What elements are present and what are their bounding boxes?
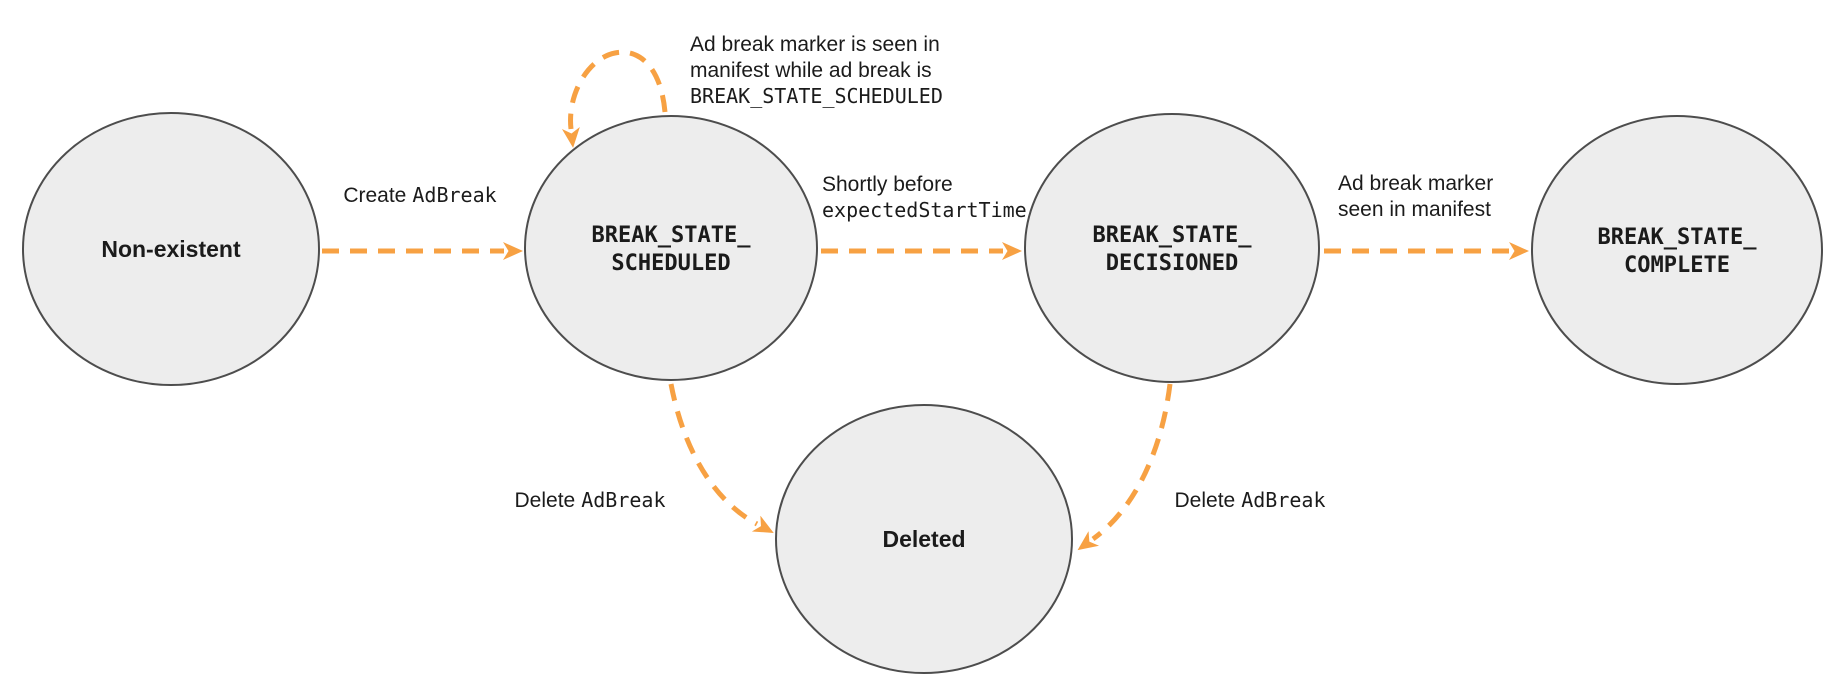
transition-self-loop-label-line1: Ad break marker is seen in — [690, 33, 940, 56]
transition-create-label-code: AdBreak — [412, 183, 496, 207]
transition-delete-left-label-text: Delete — [515, 489, 576, 512]
transition-self-loop-arrow — [561, 49, 668, 148]
transition-shortly-before-label-text: Shortly before — [822, 173, 953, 196]
transition-create-label-text: Create — [343, 184, 406, 207]
transition-create-label: Create AdBreak — [343, 183, 496, 207]
state-scheduled-node — [524, 115, 818, 381]
state-complete-node — [1531, 115, 1823, 385]
transition-delete-right-label-code: AdBreak — [1241, 488, 1325, 512]
transition-self-loop-label-code: BREAK_STATE_SCHEDULED — [690, 84, 943, 108]
transition-delete-left-arrow — [668, 383, 774, 533]
state-complete-label-line2: COMPLETE — [1624, 253, 1730, 278]
state-deleted-label: Deleted — [882, 526, 965, 552]
transition-marker-seen-label-line2: seen in manifest — [1338, 198, 1491, 221]
state-decisioned-label-line2: DECISIONED — [1106, 251, 1238, 276]
state-decisioned-node — [1024, 113, 1320, 383]
state-complete-label-line1: BREAK_STATE_ — [1598, 225, 1758, 250]
state-scheduled-label-line2: SCHEDULED — [611, 251, 730, 276]
state-non-existent-node — [22, 112, 320, 386]
transition-delete-left-label-code: AdBreak — [581, 488, 665, 512]
transition-marker-seen-label-line1: Ad break marker — [1338, 172, 1493, 195]
state-decisioned-label-line1: BREAK_STATE_ — [1093, 223, 1253, 248]
state-scheduled-label-line1: BREAK_STATE_ — [592, 223, 752, 248]
transition-self-loop-label-line2: manifest while ad break is — [690, 59, 932, 82]
transition-delete-right-arrow — [1077, 383, 1173, 551]
transition-delete-right-label-text: Delete — [1175, 489, 1236, 512]
transition-shortly-before-label-code: expectedStartTime — [822, 198, 1027, 222]
state-non-existent-label: Non-existent — [101, 236, 241, 262]
state-deleted-node — [775, 404, 1073, 674]
